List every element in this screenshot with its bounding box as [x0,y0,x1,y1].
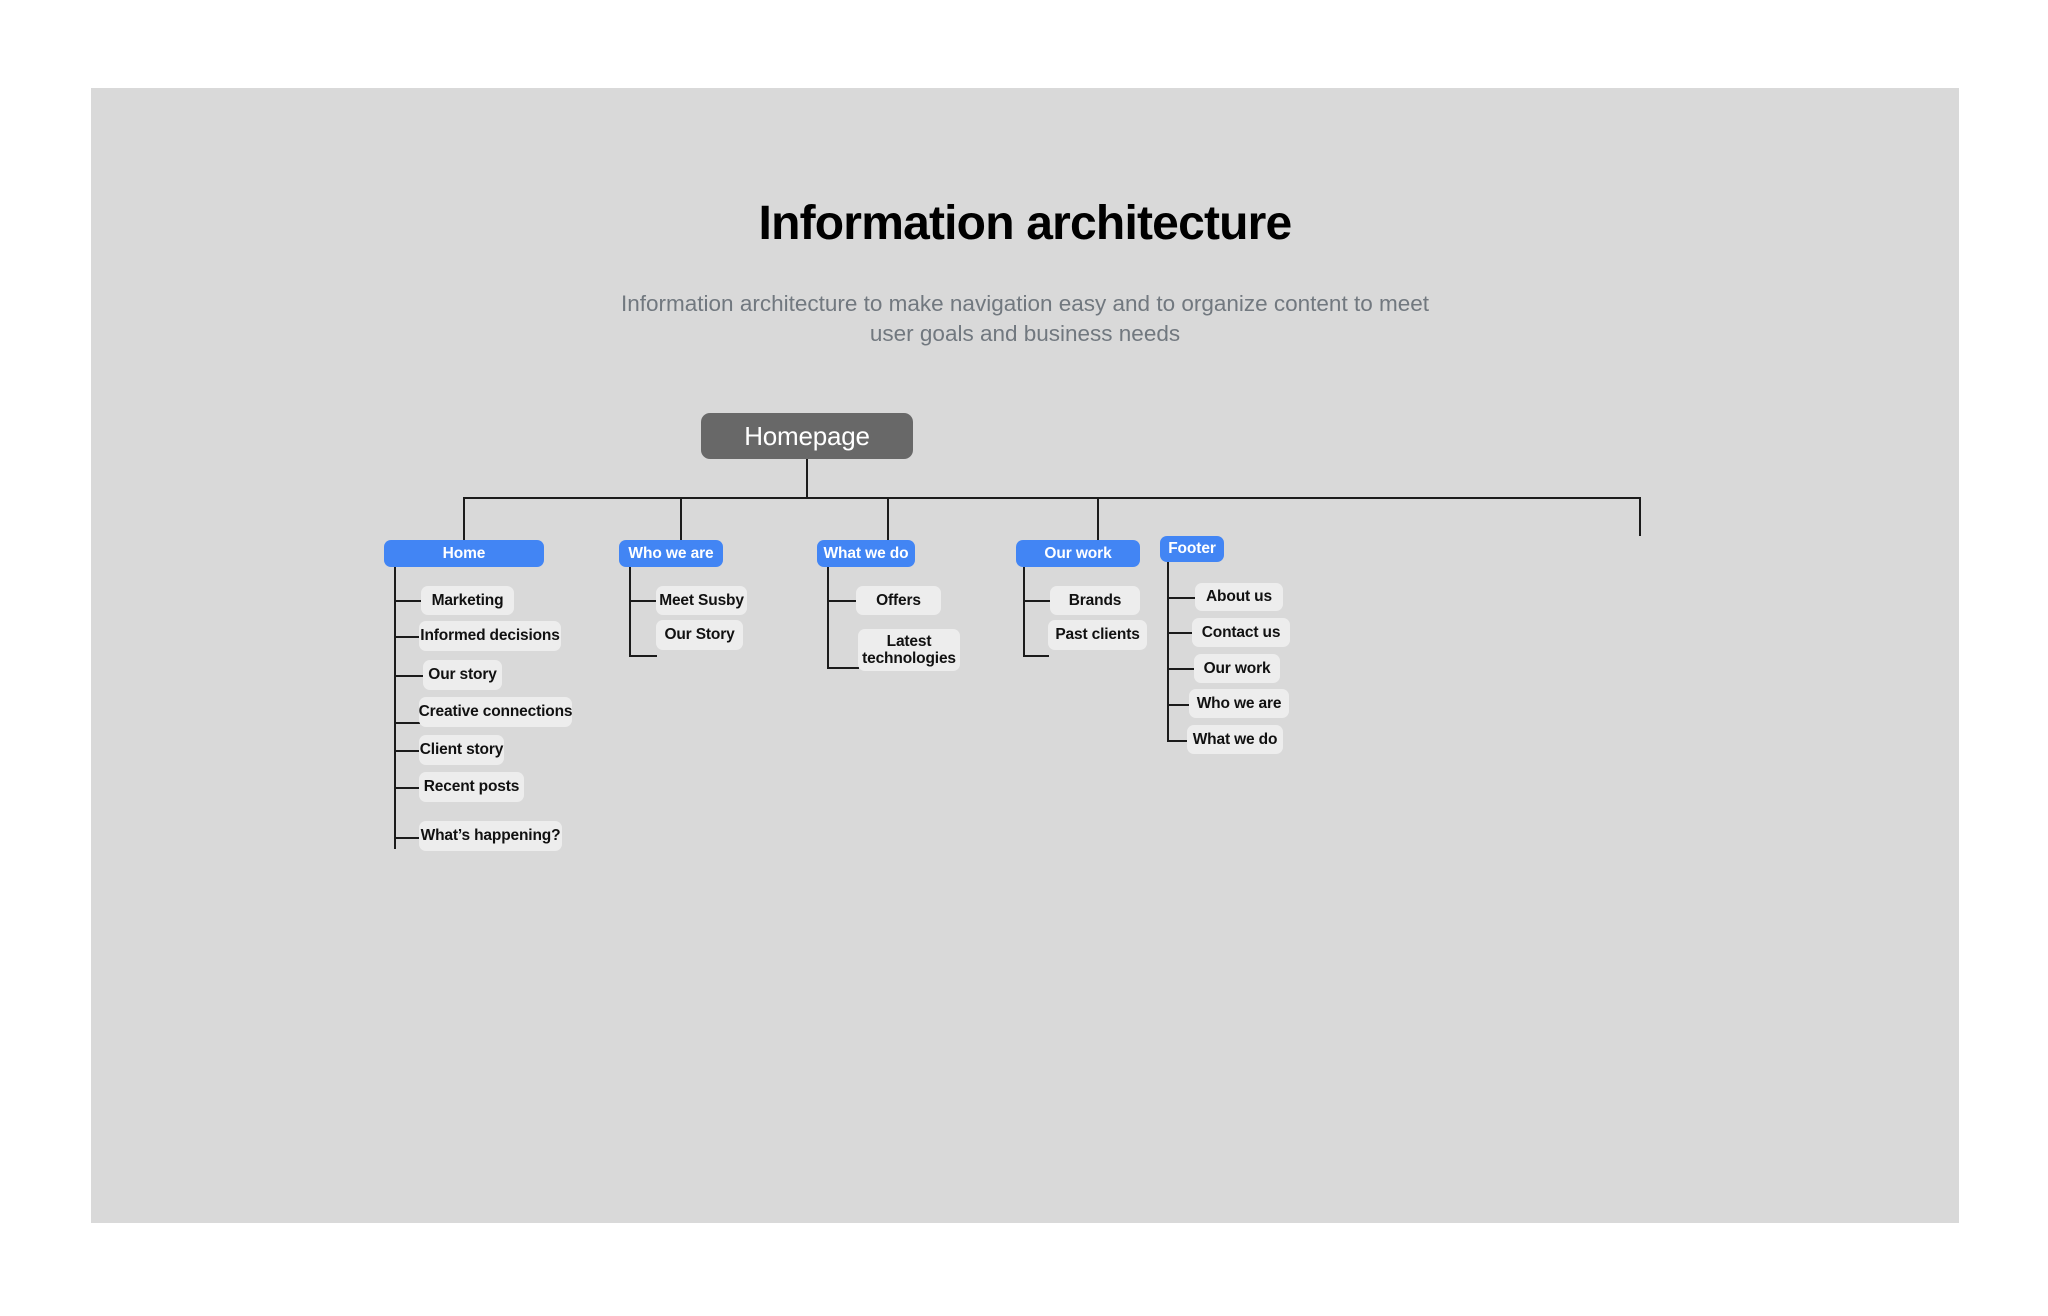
node-who-we-are[interactable]: Who we are [619,540,723,567]
node-offers[interactable]: Offers [856,586,941,615]
node-home[interactable]: Home [384,540,544,567]
page-subtitle: Information architecture to make navigat… [621,290,1429,346]
node-footer[interactable]: Footer [1160,536,1224,562]
node-meet-susby[interactable]: Meet Susby [656,586,747,615]
node-who-we-are-footer[interactable]: Who we are [1189,689,1289,718]
edge-home-child-2 [394,675,424,677]
diagram-canvas: Information architecture Information arc… [91,88,1959,1223]
node-brands[interactable]: Brands [1050,586,1140,615]
edge-home-child-1 [394,636,420,638]
edge-our-work-spine [1023,567,1025,657]
edge-drop-our-work [1097,497,1099,540]
node-our-story[interactable]: Our story [423,660,502,690]
edge-footer-spine [1167,562,1169,741]
site-map-tree: Homepage Home Marketing Informed decisio… [91,88,1959,1223]
edge-home-child-4 [394,750,420,752]
edge-who-we-are-spine [629,567,631,657]
edge-root-bus [463,497,1641,499]
node-what-we-do[interactable]: What we do [817,540,915,567]
node-our-story-who[interactable]: Our Story [656,620,743,650]
edge-our-work-child-0 [1023,600,1051,602]
edge-drop-what-we-do [887,497,889,540]
page-title: Information architecture [758,197,1293,250]
node-whats-happening[interactable]: What’s happening? [419,821,562,851]
node-recent-posts[interactable]: Recent posts [419,772,524,802]
edge-footer-child-1 [1167,632,1194,634]
edge-home-child-3 [394,722,420,724]
header: Information architecture Information arc… [91,197,1959,349]
node-informed-decisions[interactable]: Informed decisions [419,621,561,651]
edge-drop-footer [1639,497,1641,536]
edge-home-child-6 [394,837,420,839]
edge-footer-child-0 [1167,597,1197,599]
node-creative-connections[interactable]: Creative connections [419,697,573,727]
edge-what-child-0 [827,600,857,602]
node-homepage[interactable]: Homepage [701,413,913,459]
edge-who-child-1 [629,655,657,657]
edge-root-stem [806,459,808,498]
edge-who-child-0 [629,600,657,602]
node-about-us[interactable]: About us [1195,583,1283,611]
node-marketing[interactable]: Marketing [421,586,514,615]
node-past-clients[interactable]: Past clients [1048,620,1147,650]
edge-home-child-5 [394,787,420,789]
node-our-work[interactable]: Our work [1016,540,1140,567]
node-what-we-do-footer[interactable]: What we do [1187,725,1283,754]
edge-home-spine [394,567,396,849]
node-our-work-footer[interactable]: Our work [1194,654,1280,683]
edge-footer-child-4 [1167,740,1187,742]
edge-footer-child-3 [1167,704,1190,706]
node-client-story[interactable]: Client story [419,735,504,765]
node-contact-us[interactable]: Contact us [1192,618,1290,647]
edge-our-work-child-1 [1023,655,1049,657]
edge-drop-home [463,497,465,540]
edge-what-we-do-spine [827,567,829,669]
node-latest-technologies[interactable]: Latest technologies [858,629,960,671]
edge-what-child-1 [827,667,859,669]
edge-drop-who-we-are [680,497,682,540]
edge-footer-child-2 [1167,668,1196,670]
edge-home-child-0 [394,600,422,602]
